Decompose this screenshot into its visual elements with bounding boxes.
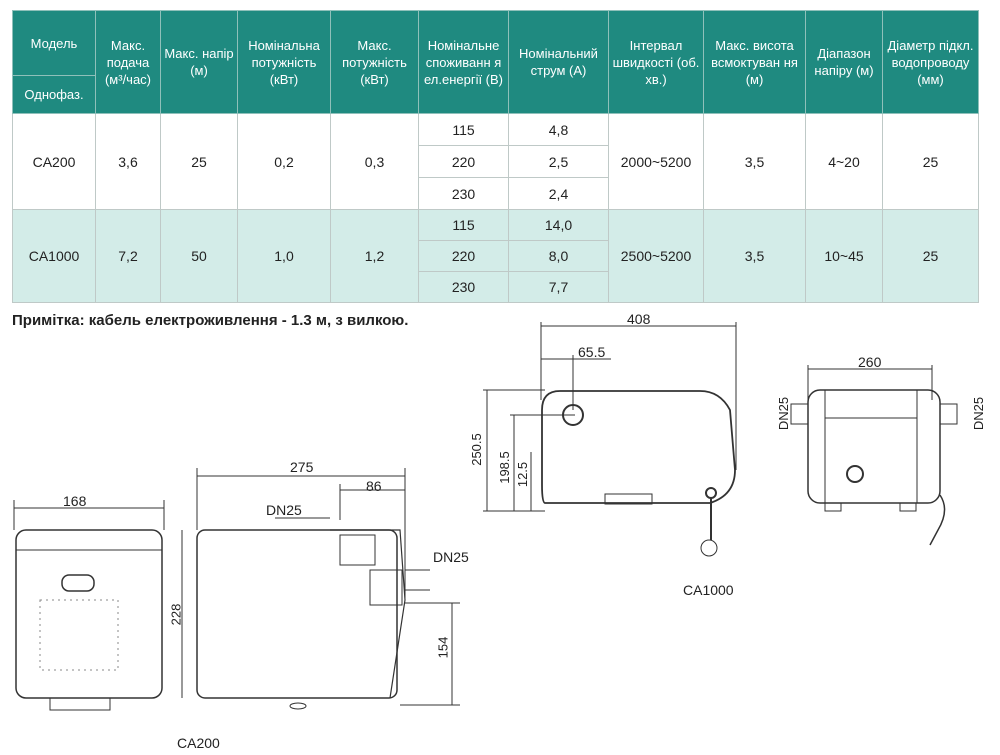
- cell-suction: 3,5: [703, 209, 806, 303]
- cell-head: 25: [160, 113, 238, 210]
- cell-speed: 2000~5200: [608, 113, 704, 210]
- cell-current: 4,8: [508, 113, 609, 146]
- cell-diameter: 25: [882, 209, 979, 303]
- ca200-width-label: 168: [63, 493, 87, 509]
- ca200-outlet-height-label: 154: [435, 636, 451, 659]
- cell-suction: 3,5: [703, 113, 806, 210]
- cell-range: 4~20: [805, 113, 883, 210]
- cell-max-power: 1,2: [330, 209, 419, 303]
- cell-current: 8,0: [508, 240, 609, 272]
- ca1000-side-view: [483, 322, 737, 557]
- ca1000-inlet-height-label: 198.5: [496, 451, 512, 484]
- ca200-height-label: 228: [168, 603, 184, 626]
- header-current: Номінальний струм (А): [508, 10, 609, 114]
- ca1000-foot-label: 12.5: [515, 461, 531, 488]
- ca200-length-label: 275: [290, 459, 314, 475]
- ca1000-front-view: [790, 365, 958, 546]
- cell-flow: 7,2: [95, 209, 161, 303]
- cell-current: 7,7: [508, 271, 609, 303]
- cell-head: 50: [160, 209, 238, 303]
- cell-max-power: 0,3: [330, 113, 419, 210]
- ca1000-dn-right-label: DN25: [971, 396, 987, 431]
- table-row: CA1000 7,2 50 1,0 1,2 115 14,0 2500~5200…: [12, 209, 979, 303]
- cell-nom-power: 0,2: [237, 113, 331, 210]
- ca1000-height-label: 250.5: [468, 433, 484, 466]
- cable-note: Примітка: кабель електроживлення - 1.3 м…: [12, 312, 409, 329]
- header-model: Модель: [12, 10, 96, 76]
- cell-current: 2,4: [508, 177, 609, 210]
- header-nom-power: Номінальна потужність (кВт): [237, 10, 331, 114]
- cell-range: 10~45: [805, 209, 883, 303]
- table-row: CA200 3,6 25 0,2 0,3 115 4,8 2000~5200 3…: [12, 113, 979, 210]
- ca1000-width-label: 260: [858, 354, 882, 370]
- header-single-phase: Однофаз.: [12, 75, 96, 114]
- cell-model: CA1000: [12, 209, 96, 303]
- cell-model: CA200: [12, 113, 96, 210]
- cell-nom-power: 1,0: [237, 209, 331, 303]
- header-suction: Макс. висота всмоктуван ня (м): [703, 10, 806, 114]
- cell-speed: 2500~5200: [608, 209, 704, 303]
- cell-flow: 3,6: [95, 113, 161, 210]
- cell-voltage: 220: [418, 240, 509, 272]
- spec-table: Модель Макс. подача (м³/час) Макс. напір…: [12, 10, 979, 303]
- ca200-front-view: [13, 500, 183, 711]
- cell-diameter: 25: [882, 113, 979, 210]
- ca200-side-view: [196, 468, 460, 710]
- ca200-dn-side-label: DN25: [433, 549, 469, 565]
- ca1000-dn-left-label: DN25: [776, 396, 792, 431]
- cell-voltage: 230: [418, 177, 509, 210]
- cell-voltage: 115: [418, 113, 509, 146]
- ca200-model-label: CA200: [177, 735, 220, 751]
- cell-current: 2,5: [508, 145, 609, 178]
- cell-voltage: 115: [418, 209, 509, 241]
- cell-voltage: 220: [418, 145, 509, 178]
- header-range: Діапазон напіру (м): [805, 10, 883, 114]
- ca1000-model-label: CA1000: [683, 582, 734, 598]
- ca200-offset-label: 86: [366, 478, 382, 494]
- cell-current: 14,0: [508, 209, 609, 241]
- header-diameter: Діаметр підкл. водопроводу (мм): [882, 10, 979, 114]
- ca1000-inlet-offset-label: 65.5: [578, 344, 606, 360]
- ca200-dn-top-label: DN25: [266, 502, 302, 518]
- ca1000-length-label: 408: [627, 311, 651, 327]
- header-max-power: Макс. потужність (кВт): [330, 10, 419, 114]
- header-head: Макс. напір (м): [160, 10, 238, 114]
